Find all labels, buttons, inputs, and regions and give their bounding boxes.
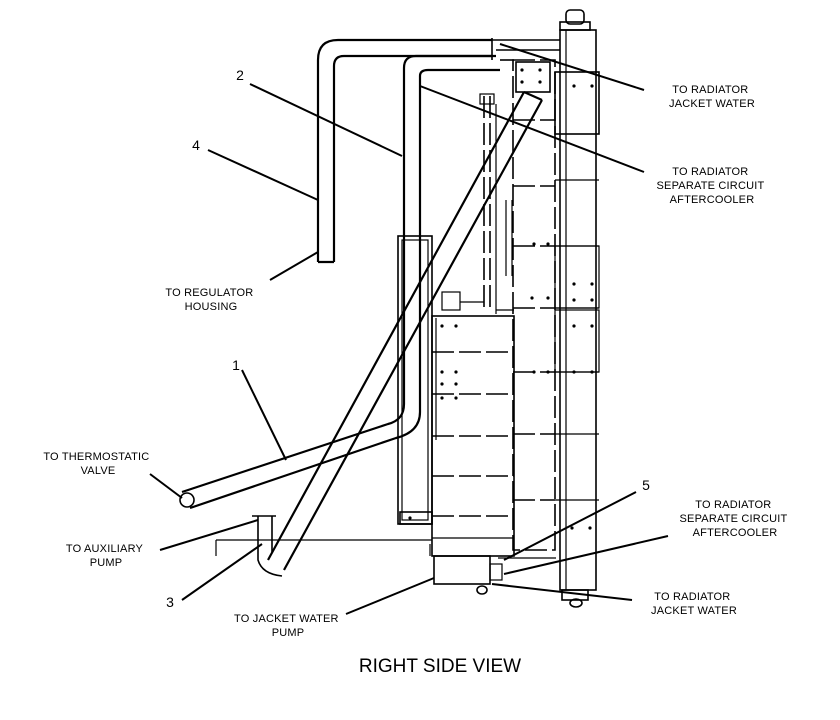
label-auxiliary-pump: TO AUXILIARY PUMP [66,543,146,569]
leader-lines [149,43,669,615]
callout-4: 4 [192,137,200,153]
callout-2: 2 [236,67,244,83]
tube-3 [267,90,543,571]
radiator-core [512,9,600,608]
tube-4 [316,38,492,264]
tube-1-end [179,492,195,508]
callout-5: 5 [642,477,650,493]
label-jacket-water-pump: TO JACKET WATER PUMP [234,613,342,639]
label-radiator-jacket-water-bottom: TO RADIATOR JACKET WATER [651,591,737,617]
bolt-dots [520,68,594,530]
label-regulator-housing: TO REGULATOR HOUSING [165,287,256,313]
label-radiator-jacket-water-top: TO RADIATOR JACKET WATER [669,84,755,110]
callout-1: 1 [232,357,240,373]
label-thermostatic-valve: TO THERMOSTATIC VALVE [43,451,152,477]
label-radiator-aftercooler-top: TO RADIATOR SEPARATE CIRCUIT AFTERCOOLER [657,166,768,206]
tube-2 [402,54,500,412]
callout-3: 3 [166,594,174,610]
engine-block [397,38,560,557]
diagram-title: RIGHT SIDE VIEW [359,656,521,677]
tube-1 [181,403,422,510]
auxiliary-pump-stub [252,515,283,577]
label-radiator-aftercooler-bottom: TO RADIATOR SEPARATE CIRCUIT AFTERCOOLER [680,499,791,539]
